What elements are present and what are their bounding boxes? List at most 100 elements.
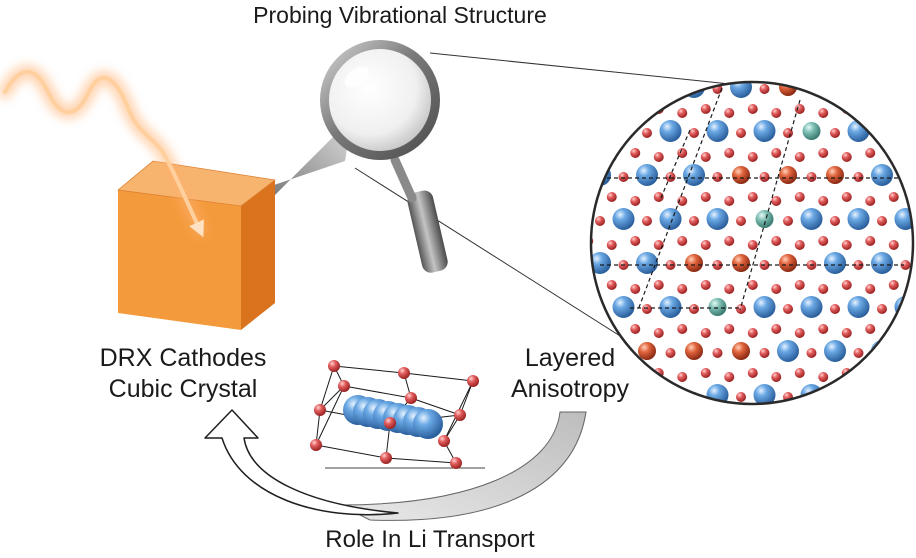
oxygen-atom	[865, 412, 875, 422]
oxygen-atom	[912, 372, 913, 382]
oxygen-atom	[901, 436, 911, 446]
zoom-line-bottom	[354, 167, 659, 361]
oxygen-atom	[712, 260, 723, 270]
oxygen-atom	[677, 148, 688, 158]
oxygen-atom	[606, 280, 617, 290]
oxygen-atom	[888, 280, 899, 290]
oxygen-atom	[689, 40, 699, 50]
oxygen-atom	[630, 148, 641, 158]
oxygen-atom	[653, 328, 664, 338]
oxygen-atom	[677, 372, 688, 382]
oxygen-atom	[630, 108, 641, 118]
oxygen-atom	[747, 152, 758, 162]
polyhedron-vertex-atom	[338, 380, 350, 392]
oxygen-atom	[630, 412, 640, 422]
li-atom	[591, 252, 611, 274]
oxygen-atom	[642, 40, 652, 50]
transition-metal-atom	[779, 166, 797, 184]
polyhedron-vertex-atom	[310, 439, 322, 451]
oxygen-atom	[572, 260, 582, 270]
oxygen-atom	[677, 108, 688, 118]
oxygen-atom	[677, 196, 688, 206]
oxygen-atom	[747, 280, 758, 290]
li-atom	[707, 32, 729, 54]
transition-metal-atom	[568, 122, 586, 140]
li-atom	[801, 32, 823, 54]
oxygen-atom	[736, 128, 746, 138]
polyhedron-edge	[459, 380, 474, 416]
oxygen-atom	[724, 108, 735, 118]
oxygen-atom	[865, 108, 876, 118]
transition-metal-atom	[615, 34, 633, 52]
oxygen-atom	[865, 324, 876, 334]
oxygen-atom	[747, 328, 758, 338]
oxygen-atom	[724, 236, 735, 246]
oxygen-atom	[724, 196, 735, 206]
transition-metal-atom	[638, 430, 656, 448]
li-atom	[824, 252, 846, 274]
oxygen-atom	[877, 40, 887, 50]
polyhedron-edge	[385, 457, 457, 464]
oxygen-atom	[666, 436, 676, 446]
oxygen-atom	[736, 216, 746, 226]
oxygen-atom	[877, 128, 887, 138]
li-polyhedron	[310, 360, 485, 469]
oxygen-atom	[912, 284, 913, 294]
polyhedron-edge	[403, 372, 474, 382]
li-atom	[636, 252, 658, 274]
li-atom	[777, 340, 799, 362]
label-drx-cathodes: DRX Cathodes Cubic Crystal	[58, 343, 308, 405]
oxygen-atom	[677, 460, 687, 470]
oxygen-atom	[748, 416, 758, 426]
oxygen-atom	[865, 372, 876, 382]
oxygen-atom	[700, 192, 711, 202]
oxygen-atom	[630, 324, 641, 334]
oxygen-atom	[783, 40, 793, 50]
transition-metal-atom	[568, 210, 586, 228]
oxygen-atom	[794, 192, 805, 202]
oxygen-atom	[888, 192, 899, 202]
oxygen-atom	[830, 40, 840, 50]
oxygen-atom	[841, 328, 852, 338]
oxygen-atom	[818, 412, 828, 422]
li-atom	[800, 296, 823, 318]
transition-metal-atom	[662, 34, 680, 52]
oxygen-atom	[607, 456, 617, 466]
li-atom	[894, 120, 913, 142]
polyhedron-vertex-atom	[467, 375, 479, 387]
oxygen-atom	[700, 368, 711, 378]
oxygen-atom	[653, 192, 664, 202]
oxygen-atom	[771, 60, 781, 70]
polyhedron-vertex-atom	[450, 457, 462, 469]
oxygen-atom	[724, 412, 734, 422]
oxygen-atom	[912, 148, 913, 158]
oxygen-atom	[854, 436, 864, 446]
transition-metal-atom	[591, 430, 609, 448]
oxygen-atom	[771, 372, 782, 382]
oxygen-atom	[888, 368, 899, 378]
li-atom	[730, 428, 752, 450]
li-atom	[894, 296, 913, 318]
lattice-guide-line	[739, 99, 801, 311]
oxygen-atom	[818, 372, 829, 382]
li-atom	[871, 164, 893, 186]
oxygen-atom	[572, 84, 582, 94]
oxygen-atom	[701, 456, 711, 466]
title-probing: Probing Vibrational Structure	[253, 2, 547, 28]
oxygen-atom	[912, 460, 916, 470]
transition-metal-atom	[568, 34, 586, 52]
oxygen-atom	[818, 108, 829, 118]
transition-metal-atom	[685, 430, 703, 448]
transition-metal-atom	[896, 386, 913, 404]
lattice-guide-line	[659, 129, 691, 201]
oxygen-atom	[560, 192, 570, 202]
li-atom	[800, 208, 823, 230]
oxygen-atom	[712, 172, 723, 182]
oxygen-atom	[700, 280, 711, 290]
oxygen-atom	[713, 436, 723, 446]
li-atom	[706, 208, 729, 230]
oxygen-atom	[818, 236, 829, 246]
oxygen-atom	[842, 64, 852, 74]
oxygen-atom	[842, 416, 852, 426]
